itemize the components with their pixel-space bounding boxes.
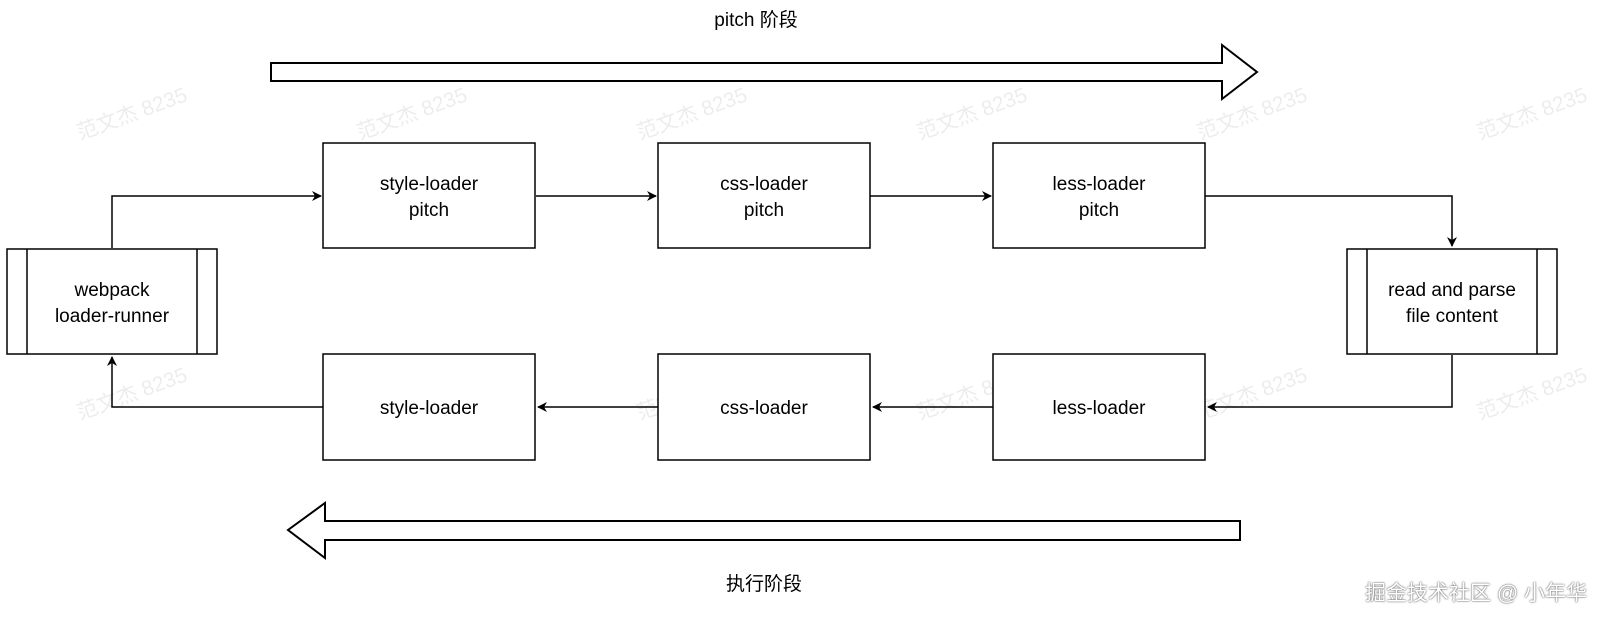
pitch-phase-label: pitch 阶段 [714, 9, 797, 31]
node-style-loader-pitch: style-loader pitch [322, 142, 536, 249]
watermark-text: 范文杰 8235 [1474, 84, 1590, 145]
watermark-text: 范文杰 8235 [1474, 364, 1590, 425]
read-parse-label-line2: file content [1406, 306, 1499, 327]
watermark-text: 范文杰 8235 [1194, 84, 1310, 145]
read-parse-label-line1: read and parse [1388, 280, 1516, 301]
execute-phase-arrow [286, 501, 1241, 561]
node-css-loader-pitch: css-loader pitch [657, 142, 871, 249]
connector-less-pitch-to-read-parse [1205, 195, 1457, 247]
node-less-loader: less-loader [992, 353, 1206, 461]
style-pitch-label-line2: pitch [409, 200, 449, 221]
css-exec-label: css-loader [720, 398, 808, 419]
site-credit: 掘金技术社区 @ 小年华 [1365, 582, 1587, 605]
watermark-text: 范文杰 8235 [74, 84, 190, 145]
connector-style-exec-to-runner [107, 356, 323, 408]
watermark-text: 范文杰 8235 [914, 84, 1030, 145]
watermark-text: 范文杰 8235 [354, 84, 470, 145]
style-pitch-label-line1: style-loader [380, 174, 479, 195]
css-pitch-label-line1: css-loader [720, 174, 808, 195]
connector-read-parse-to-less-exec [1207, 355, 1453, 412]
less-pitch-label-line2: pitch [1079, 200, 1119, 221]
watermark-text: 范文杰 8235 [74, 364, 190, 425]
pitch-phase-arrow [270, 42, 1259, 102]
node-webpack-loader-runner: webpack loader-runner [6, 248, 218, 355]
watermark-text: 范文杰 8235 [634, 84, 750, 145]
node-less-loader-pitch: less-loader pitch [992, 142, 1206, 249]
style-exec-label: style-loader [380, 398, 479, 419]
connector-runner-to-style-pitch [111, 191, 322, 248]
watermark-text: 范文杰 8235 [1194, 364, 1310, 425]
runner-label-line1: webpack [74, 280, 150, 301]
node-style-loader: style-loader [322, 353, 536, 461]
execute-phase-label: 执行阶段 [726, 573, 802, 595]
less-exec-label: less-loader [1053, 398, 1147, 419]
node-read-and-parse: read and parse file content [1346, 248, 1558, 355]
node-css-loader: css-loader [657, 353, 871, 461]
less-pitch-label-line1: less-loader [1053, 174, 1147, 195]
css-pitch-label-line2: pitch [744, 200, 784, 221]
runner-label-line2: loader-runner [55, 306, 170, 327]
